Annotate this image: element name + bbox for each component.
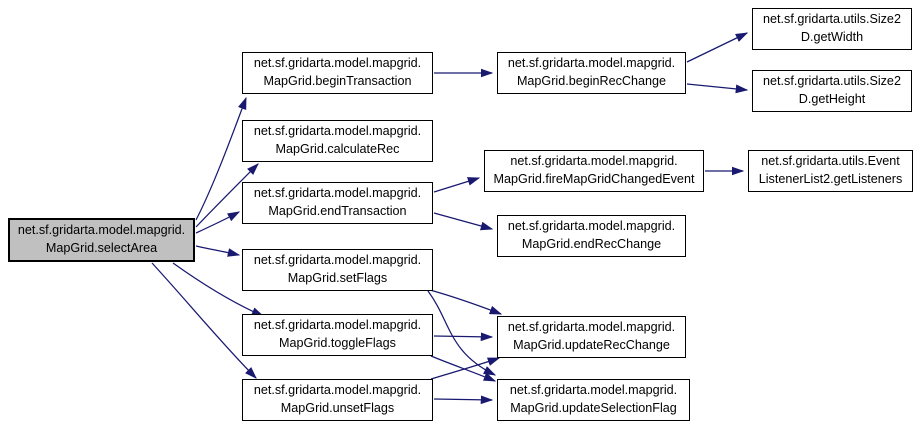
node-MapGrid-updateSelectionFlag[interactable]: net.sf.gridarta.model.mapgrid. MapGrid.u… [497,379,690,421]
node-label-line: net.sf.gridarta.model.mapgrid. [253,383,422,398]
node-label-line: net.sf.gridarta.model.mapgrid. [253,318,422,333]
node-MapGrid-selectArea: net.sf.gridarta.model.mapgrid. MapGrid.s… [8,218,195,262]
edge-toggleFlags-to-updateSelectionFlag [430,355,497,382]
node-label-line: ListenerList2.getListeners [758,172,903,186]
edge-selectArea-to-endTransaction [195,211,241,234]
node-MapGrid-beginTransaction[interactable]: net.sf.gridarta.model.mapgrid. MapGrid.b… [242,52,433,94]
node-MapGrid-beginRecChange[interactable]: net.sf.gridarta.model.mapgrid. MapGrid.b… [497,52,686,94]
node-Size2D-getHeight[interactable]: net.sf.gridarta.utils.Size2 D.getHeight [752,70,912,112]
edge-beginRecChange-to-getWidth [686,32,749,63]
node-label-line: net.sf.gridarta.utils.Size2 [763,74,901,89]
edge-unsetFlags-to-updateSelectionFlag [433,395,494,405]
node-label-line: net.sf.gridarta.model.mapgrid. [253,253,422,268]
node-label-line: MapGrid.unsetFlags [280,401,395,415]
node-label-line: net.sf.gridarta.utils.Size2 [763,12,901,27]
node-label-line: net.sf.gridarta.model.mapgrid. [253,124,422,139]
node-label-line: net.sf.gridarta.model.mapgrid. [509,383,678,398]
edge-selectArea-to-beginTransaction [195,96,247,221]
node-label-line: net.sf.gridarta.model.mapgrid. [17,223,186,238]
node-label-line: MapGrid.setFlags [287,271,388,285]
node-MapGrid-fireMapGridChangedEvent[interactable]: net.sf.gridarta.model.mapgrid. MapGrid.f… [484,150,704,192]
node-label-line: MapGrid.endRecChange [521,237,662,251]
node-label-line: MapGrid.toggleFlags [279,336,396,350]
node-label-line: net.sf.gridarta.model.mapgrid. [253,186,422,201]
edge-endTransaction-to-endRecChange [433,212,494,231]
node-label-line: MapGrid.endTransaction [268,204,407,218]
node-MapGrid-calculateRec[interactable]: net.sf.gridarta.model.mapgrid. MapGrid.c… [242,120,433,162]
edge-unsetFlags-to-updateRecChange [430,357,501,380]
node-label-line: MapGrid.beginRecChange [516,74,667,88]
node-label-line: D.getWidth [800,30,864,44]
node-label-line: MapGrid.updateRecChange [513,338,670,352]
node-MapGrid-endRecChange[interactable]: net.sf.gridarta.model.mapgrid. MapGrid.e… [497,215,686,257]
edge-beginRecChange-to-getHeight [686,83,749,94]
node-label-line: MapGrid.selectArea [45,241,158,255]
node-MapGrid-endTransaction[interactable]: net.sf.gridarta.model.mapgrid. MapGrid.e… [242,182,433,224]
edge-selectArea-to-setFlags [195,245,241,257]
node-Size2D-getWidth[interactable]: net.sf.gridarta.utils.Size2 D.getWidth [752,8,912,50]
node-MapGrid-setFlags[interactable]: net.sf.gridarta.model.mapgrid. MapGrid.s… [242,249,433,291]
node-MapGrid-unsetFlags[interactable]: net.sf.gridarta.model.mapgrid. MapGrid.u… [242,379,433,421]
node-label-line: net.sf.gridarta.utils.Event [761,154,900,169]
node-label-line: net.sf.gridarta.model.mapgrid. [507,219,676,234]
node-label-line: MapGrid.updateSelectionFlag [510,401,677,415]
node-label-line: net.sf.gridarta.model.mapgrid. [507,56,676,71]
node-EventListenerList2-getListeners[interactable]: net.sf.gridarta.utils.Event ListenerList… [748,150,913,192]
node-label-line: D.getHeight [798,92,866,106]
node-MapGrid-updateRecChange[interactable]: net.sf.gridarta.model.mapgrid. MapGrid.u… [497,316,686,358]
node-label-line: net.sf.gridarta.model.mapgrid. [253,56,422,71]
edge-toggleFlags-to-updateRecChange [433,332,494,342]
node-label-line: MapGrid.beginTransaction [263,74,412,88]
node-label-line: net.sf.gridarta.model.mapgrid. [507,320,676,335]
node-label-line: net.sf.gridarta.model.mapgrid. [510,154,678,169]
edge-setFlags-to-updateSelectionFlag [427,290,497,376]
node-label-line: MapGrid.fireMapGridChangedEvent [493,172,695,186]
node-label-line: MapGrid.calculateRec [275,142,400,156]
edge-selectArea-to-unsetFlags [151,262,257,379]
edge-endTransaction-to-fireMapGridChangedEvent [433,177,481,193]
edge-setFlags-to-updateRecChange [429,289,503,315]
node-MapGrid-toggleFlags[interactable]: net.sf.gridarta.model.mapgrid. MapGrid.t… [242,314,433,356]
